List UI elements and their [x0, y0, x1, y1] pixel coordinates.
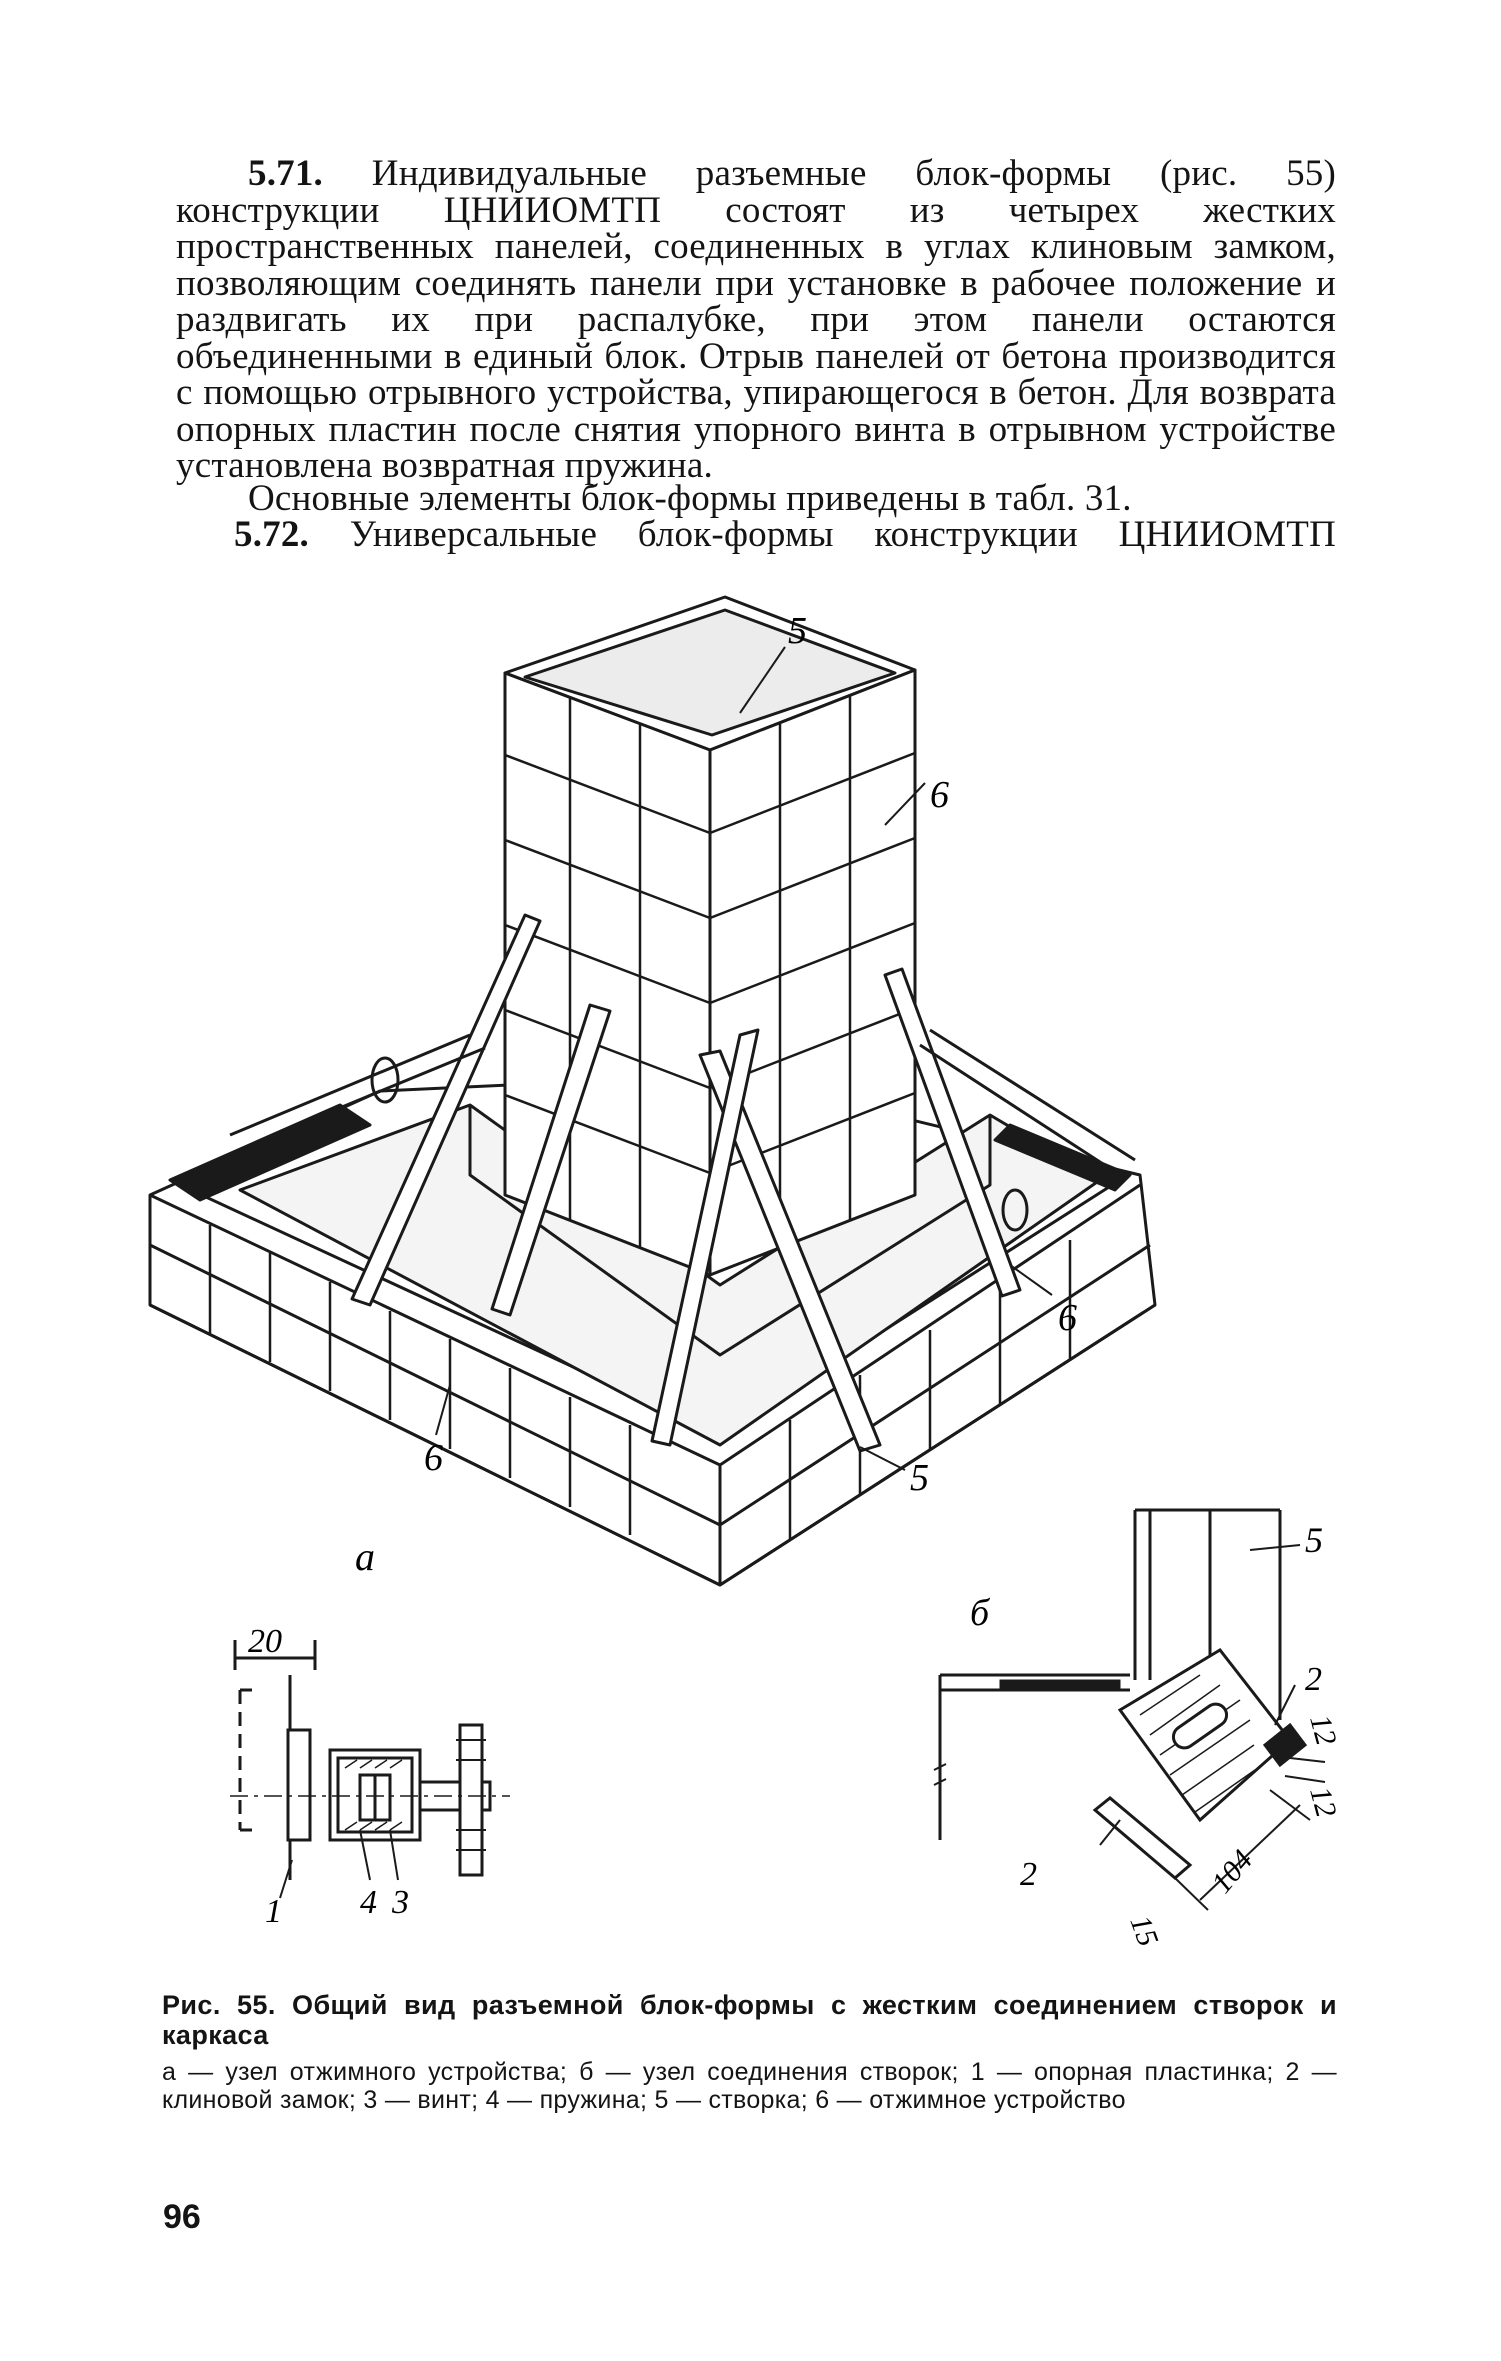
label-5-bottom: 5	[910, 1457, 929, 1499]
figure-caption-legend: а — узел отжимного устройства; б — узел …	[162, 2058, 1337, 2114]
block-form-isometric-drawing: 5 6 6 6 5 а	[148, 595, 1157, 1587]
paragraph-table-ref: Основные элементы блок-формы приведены в…	[176, 478, 1336, 519]
label-6-top: 6	[930, 774, 949, 816]
paragraph-5-71: 5.71. Индивидуальные разъемные блок-форм…	[176, 153, 1336, 486]
label-1: 1	[265, 1893, 282, 1930]
subfigure-a-label: а	[355, 1534, 375, 1579]
label-6-right: 6	[1058, 1297, 1077, 1339]
paragraph-number: 5.72.	[234, 514, 309, 555]
dimension-12-b: 12	[1303, 1783, 1343, 1821]
paragraph-text: Основные элементы блок-формы приведены в…	[248, 478, 1132, 519]
page-number: 96	[163, 2198, 201, 2236]
subfigure-b-label: б	[970, 1592, 991, 1634]
label-4: 4	[360, 1884, 377, 1921]
label-5-top: 5	[788, 610, 807, 652]
label-2-top: 2	[1305, 1661, 1322, 1698]
label-3: 3	[391, 1884, 409, 1921]
detail-b-panel-joint: б 5 2 2 12 12 104 15	[933, 1508, 1343, 1951]
label-2-bottom: 2	[1020, 1856, 1037, 1893]
dimension-12-a: 12	[1303, 1711, 1343, 1749]
paragraph-text: Универсальные блок-формы конструкции ЦНИ…	[349, 514, 1336, 555]
paragraph-number: 5.71.	[248, 153, 323, 194]
dimension-15: 15	[1123, 1911, 1164, 1950]
figure-caption-title: Рис. 55. Общий вид разъемной блок-формы …	[162, 1990, 1337, 2050]
label-6-left: 6	[424, 1437, 443, 1479]
label-5: 5	[1305, 1520, 1323, 1560]
paragraph-5-72: 5.72. Универсальные блок-формы конструкц…	[176, 514, 1336, 555]
paragraph-text: Индивидуальные разъемные блок-формы (рис…	[176, 153, 1336, 486]
dimension-20: 20	[248, 1623, 282, 1660]
detail-a-push-device: 20 1 4 3	[230, 1623, 510, 1930]
